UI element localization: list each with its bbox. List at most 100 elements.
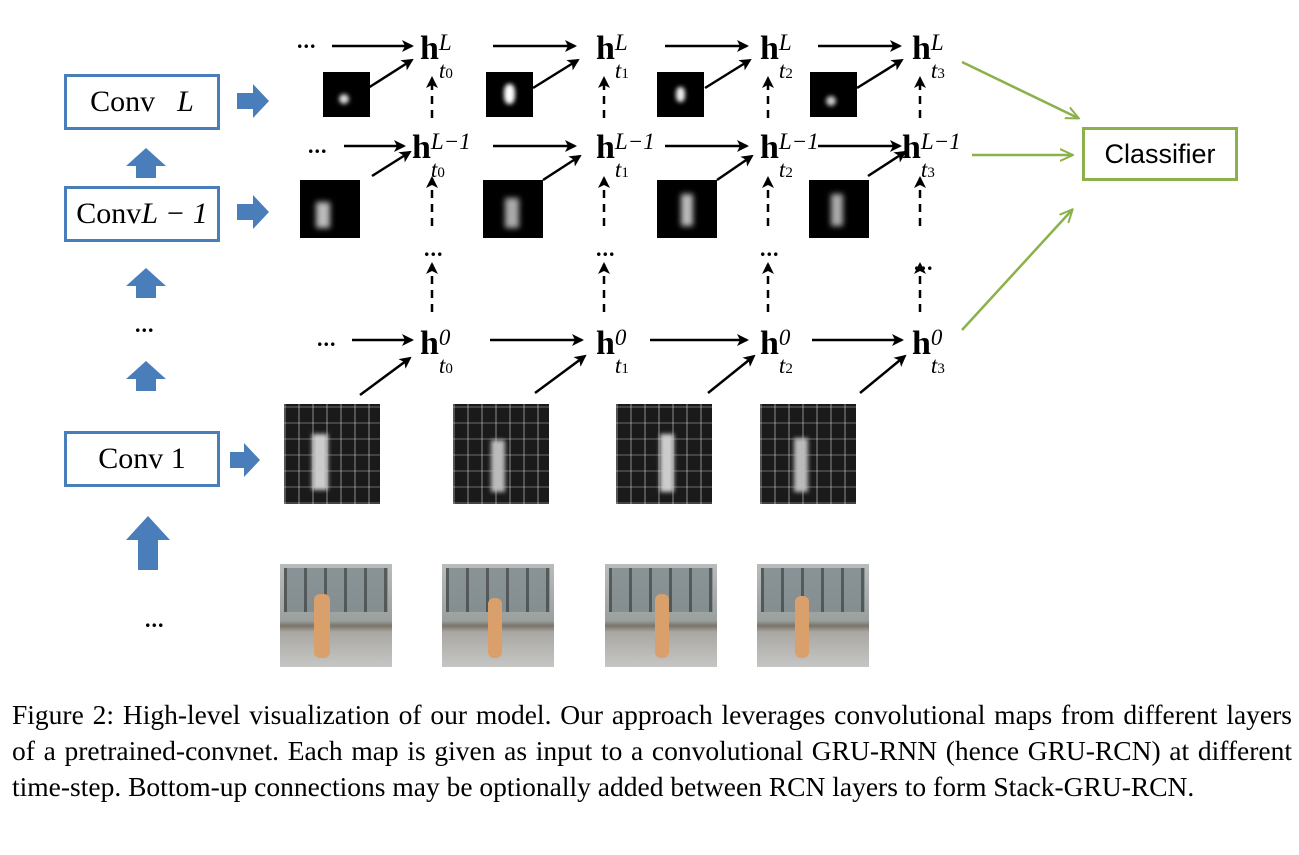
- h-sub-index: 2: [785, 66, 793, 83]
- h-symbol: h: [596, 30, 615, 67]
- h-sub-index: 0: [437, 165, 445, 182]
- up-arrow-3: [126, 361, 166, 391]
- ellipsis-mid: ...: [308, 133, 328, 158]
- h-symbol: h: [902, 129, 921, 166]
- h-symbol: h: [912, 30, 931, 67]
- classifier-arrows: [961, 60, 1078, 331]
- h-sup: 0: [438, 325, 451, 351]
- h-sub-index: 2: [785, 165, 793, 182]
- bottom-up-arrows: [426, 76, 926, 312]
- input-arrows: [359, 58, 907, 397]
- h-sub-base: t: [430, 157, 438, 183]
- h-sub-base: t: [614, 58, 622, 84]
- conv1-map-t2: [616, 404, 712, 504]
- h-symbol: h: [760, 129, 779, 166]
- connection-arrows: [126, 40, 1299, 570]
- h-sub-index: 3: [937, 361, 945, 378]
- h-symbol: h: [420, 325, 439, 362]
- h-sub-index: 1: [621, 66, 629, 83]
- h-sup: 0: [614, 325, 627, 351]
- figure: Conv L Conv L − 1 Conv 1 ... ...: [64, 28, 1299, 667]
- h-sup: L−1: [430, 129, 471, 155]
- h-sup: L: [930, 30, 944, 56]
- h-sub-base: t: [438, 58, 446, 84]
- h-sub-index: 1: [621, 165, 629, 182]
- up-arrow-4: [126, 516, 170, 570]
- h-sub-base: t: [614, 157, 622, 183]
- h-sup: 0: [778, 325, 791, 351]
- h-sub-index: 0: [445, 361, 453, 378]
- conv-L-1-prefix: Conv: [76, 197, 142, 230]
- up-arrow-1: [126, 148, 166, 178]
- conv1-map-t3: [760, 404, 856, 504]
- h-sub-index: 3: [927, 165, 935, 182]
- blue-arrow-L-1: [237, 195, 269, 229]
- h-symbol: h: [596, 129, 615, 166]
- feature-map-L-1-t1: [483, 180, 543, 238]
- feature-map-L-t1: [486, 72, 533, 117]
- conv-L-var: L: [177, 85, 194, 118]
- feature-map-L-t2: [657, 72, 704, 117]
- conv1-map-t1: [453, 404, 549, 504]
- ellipsis-bot: ...: [317, 326, 337, 351]
- h-sup: L: [438, 30, 452, 56]
- h-sup: L−1: [920, 129, 961, 155]
- stack-up-arrows: [126, 148, 170, 570]
- h-symbol: h: [412, 129, 431, 166]
- h-sup: L: [614, 30, 628, 56]
- h-sub-base: t: [930, 58, 938, 84]
- h-symbol: h: [596, 325, 615, 362]
- classifier-box: Classifier: [1082, 127, 1238, 181]
- h-symbol: h: [420, 30, 439, 67]
- ellipsis-col2: ...: [760, 236, 780, 261]
- feature-map-L-t0: [323, 72, 370, 117]
- blue-arrow-L: [237, 84, 269, 118]
- layer-to-map-arrows: [230, 84, 269, 477]
- h-symbol: h: [760, 30, 779, 67]
- conv1-map-t0: [284, 404, 380, 504]
- up-arrow-2: [126, 268, 166, 298]
- feature-map-L-1-t3: [809, 180, 869, 238]
- input-frame-t2: [605, 564, 717, 667]
- h-sub-base: t: [920, 157, 928, 183]
- recurrent-arrows: [332, 40, 904, 346]
- h-sub-base: t: [778, 157, 786, 183]
- conv-L-1-var: L − 1: [141, 197, 208, 230]
- h-sub-base: t: [930, 353, 938, 379]
- h-sub-base: t: [438, 353, 446, 379]
- classifier-label: Classifier: [1104, 138, 1216, 169]
- feature-map-L-1-t2: [657, 180, 717, 238]
- ellipsis-col3: ...: [914, 250, 934, 275]
- h-sub-index: 0: [445, 66, 453, 83]
- ellipsis-top: ...: [297, 28, 317, 53]
- blue-arrow-1: [230, 443, 260, 477]
- h-sub-base: t: [778, 58, 786, 84]
- input-ellipsis: ...: [145, 607, 165, 632]
- conv-1-label: Conv 1: [98, 442, 186, 475]
- input-frame-t3: [757, 564, 869, 667]
- conv-L-minus-1-box: Conv L − 1: [64, 186, 220, 242]
- input-frame-t1: [442, 564, 554, 667]
- h-sub-base: t: [614, 353, 622, 379]
- h-symbol: h: [760, 325, 779, 362]
- figure-caption: Figure 2: High-level visualization of ou…: [12, 699, 1292, 802]
- h-sup: L−1: [778, 129, 819, 155]
- h-sub-index: 3: [937, 66, 945, 83]
- conv-L-prefix: Conv: [90, 85, 156, 118]
- conv-L-box: Conv L: [64, 74, 220, 130]
- input-frame-t0: [280, 564, 392, 667]
- ellipsis-col1: ...: [596, 236, 616, 261]
- h-symbol: h: [912, 325, 931, 362]
- h-sub-index: 2: [785, 361, 793, 378]
